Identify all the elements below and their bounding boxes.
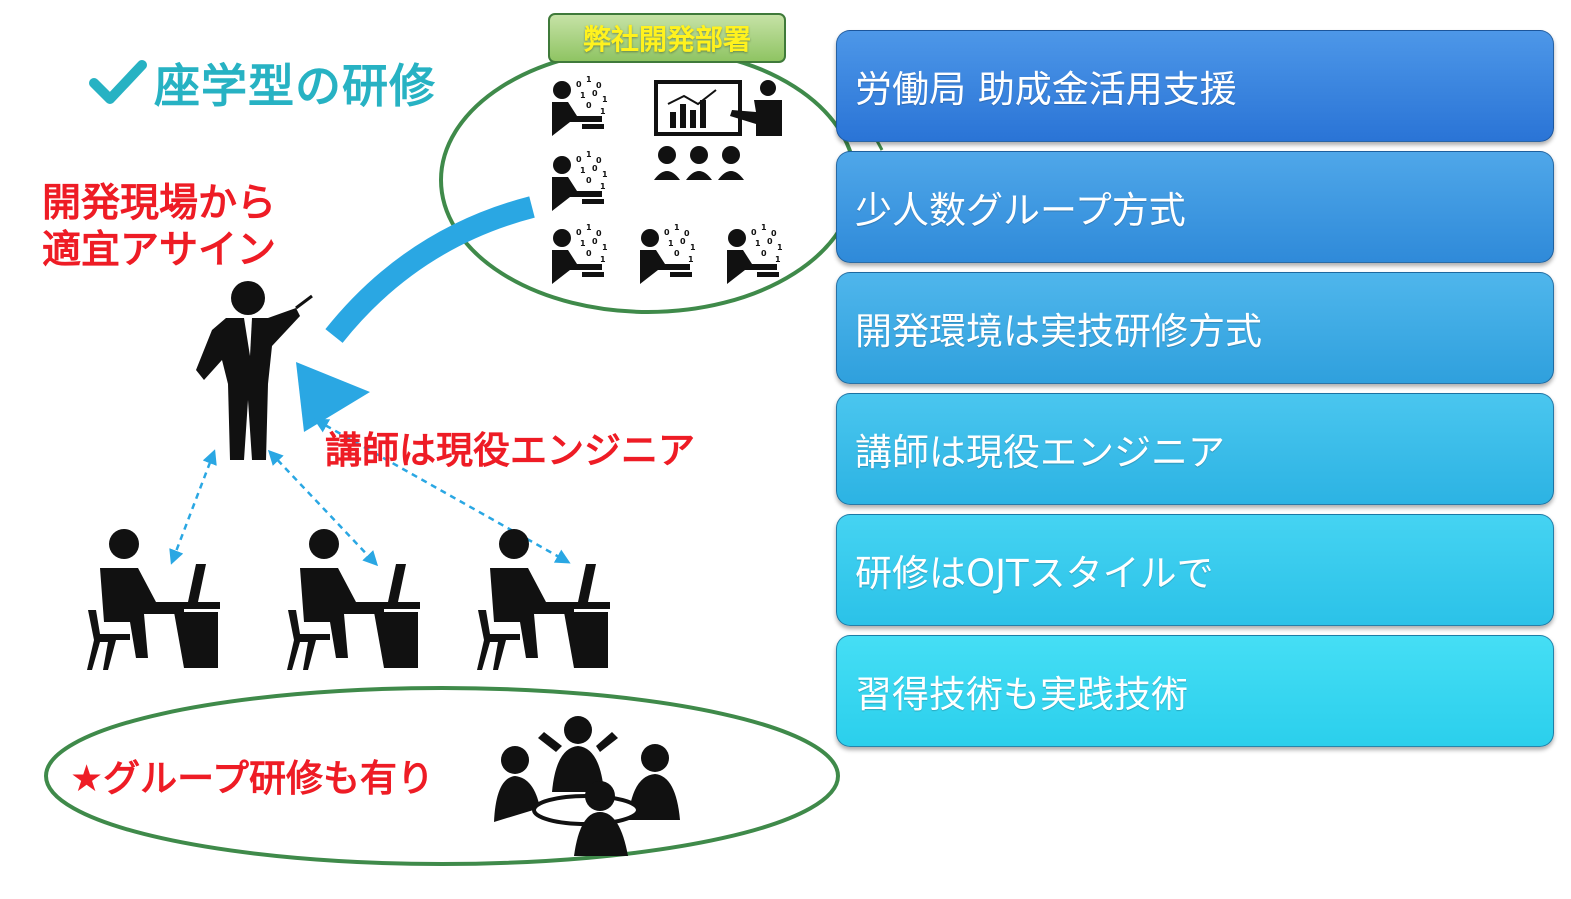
coder-icon-5	[727, 223, 783, 284]
assign-arrow	[296, 196, 535, 432]
coder-icon-4	[640, 223, 696, 284]
department-label: 弊社開発部署	[548, 13, 786, 63]
assign-label-line-1: 開発現場から	[42, 181, 277, 226]
student-desk-icon-3	[477, 529, 610, 670]
assign-label-line-2: 適宜アサイン	[42, 228, 277, 273]
coder-icon-2	[552, 150, 608, 211]
feature-box-label: 少人数グループ方式	[855, 189, 1186, 232]
student-desk-icon-2	[287, 529, 420, 670]
feature-box-subsidy: 労働局 助成金活用支援	[836, 30, 1554, 142]
instructor-label: 講師は現役エンジニア	[325, 429, 695, 472]
feature-list: 労働局 助成金活用支援 少人数グループ方式 開発環境は実技研修方式 講師は現役エ…	[836, 30, 1554, 756]
checkmark-icon	[89, 60, 147, 104]
assign-label: 開発現場から 適宜アサイン	[42, 180, 276, 274]
instructor-icon	[196, 281, 313, 460]
student-desk-icon-1	[87, 529, 220, 670]
feature-box-ojt-style: 研修はOJTスタイルで	[836, 514, 1554, 626]
feature-box-practical-skills: 習得技術も実践技術	[836, 635, 1554, 747]
feature-box-label: 労働局 助成金活用支援	[855, 68, 1237, 111]
feature-box-practical-environment: 開発環境は実技研修方式	[836, 272, 1554, 384]
interaction-arrows	[169, 418, 571, 567]
feature-box-label: 習得技術も実践技術	[855, 673, 1188, 716]
group-ellipse	[44, 686, 840, 866]
feature-box-label: 開発環境は実技研修方式	[855, 310, 1262, 353]
feature-box-small-group: 少人数グループ方式	[836, 151, 1554, 263]
coder-icon-3	[552, 223, 608, 284]
group-meeting-icon	[494, 716, 680, 856]
presentation-icon	[654, 80, 782, 180]
title-text: 座学型の研修	[154, 59, 436, 113]
coder-icon-1	[552, 75, 608, 136]
feature-box-label: 講師は現役エンジニア	[855, 431, 1225, 474]
page-title: 座学型の研修	[88, 48, 436, 118]
feature-box-label: 研修はOJTスタイルで	[855, 552, 1214, 595]
group-training-label: ★グループ研修も有り	[70, 757, 434, 800]
feature-box-engineer-instructor: 講師は現役エンジニア	[836, 393, 1554, 505]
